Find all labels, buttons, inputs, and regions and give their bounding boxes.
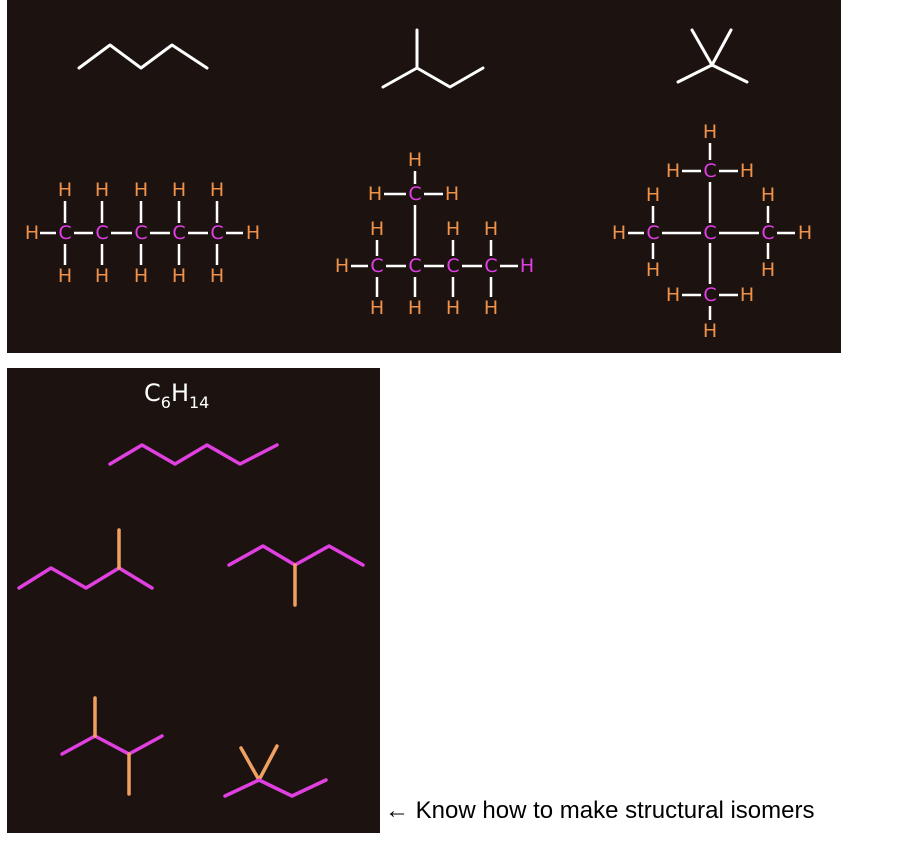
- hydrogen-atom: H: [370, 218, 384, 240]
- hydrogen-atom: H: [408, 149, 422, 171]
- isopentane-skeletal-chain: [381, 66, 485, 89]
- neopentane-skeletal: [676, 28, 749, 84]
- hydrogen-atom: H: [335, 255, 349, 277]
- carbon-atom: C: [703, 222, 716, 244]
- 2,2-dimethylbutane-skeletal: [223, 744, 328, 798]
- 2-methylpentane-skeletal: [17, 528, 154, 590]
- carbon-atom: C: [646, 222, 659, 244]
- carbon-atom: C: [408, 183, 421, 205]
- carbon-atom: C: [484, 255, 497, 277]
- hydrogen-atom: H: [703, 121, 717, 143]
- caption-know-structural-isomers: ← Know how to make structural isomers: [385, 797, 815, 824]
- hydrogen-atom: H: [210, 265, 224, 287]
- hydrogen-atom: H: [740, 284, 754, 306]
- 3-methylpentane-skeletal: [227, 544, 365, 607]
- carbon-atom: C: [370, 255, 383, 277]
- carbon-atom: C: [95, 222, 108, 244]
- hexane-isomers-diagram: C6H14: [17, 379, 365, 798]
- carbon-atom: C: [172, 222, 185, 244]
- hydrogen-atom: H: [445, 183, 459, 205]
- hydrogen-atom: H: [95, 179, 109, 201]
- carbon-atom: C: [58, 222, 71, 244]
- hydrogen-atom: H: [646, 184, 660, 206]
- hydrogen-atom: H: [134, 265, 148, 287]
- carbon-atom: C: [703, 284, 716, 306]
- hexane-isomers-panel: C6H14: [7, 368, 380, 833]
- hexane-formula: C6H14: [144, 379, 209, 412]
- hydrogen-atom: H: [58, 179, 72, 201]
- n-pentane-skeletal: [77, 43, 209, 70]
- carbon-atom: C: [703, 160, 716, 182]
- hydrogen-atom: H: [134, 179, 148, 201]
- hydrogen-atom: H: [484, 218, 498, 240]
- hydrogen-atom: H: [408, 297, 422, 319]
- carbon-atom: C: [446, 255, 459, 277]
- hydrogen-atom: H: [612, 222, 626, 244]
- hydrogen-atom: H: [446, 218, 460, 240]
- hydrogen-atom: H: [798, 222, 812, 244]
- hydrogen-atom: H: [172, 265, 186, 287]
- n-hexane-skeletal: [108, 443, 279, 466]
- hydrogen-atom: H: [370, 297, 384, 319]
- hydrogen-atom: H: [666, 284, 680, 306]
- hydrogen-atom: H: [95, 265, 109, 287]
- hydrogen-atom: H: [761, 259, 775, 281]
- hydrogen-atom: H: [210, 179, 224, 201]
- hydrogen-atom: H: [761, 184, 775, 206]
- carbon-atom: C: [134, 222, 147, 244]
- hydrogen-atom: H: [246, 222, 260, 244]
- hydrogen-atom: H: [666, 160, 680, 182]
- carbon-atom: C: [210, 222, 223, 244]
- hydrogen-atom: H: [446, 297, 460, 319]
- hydrogen-atom: H: [484, 297, 498, 319]
- hydrogen-atom: H: [58, 265, 72, 287]
- hydrogen-atom: H: [703, 320, 717, 342]
- hydrogen-atom: H: [368, 183, 382, 205]
- hydrogen-atom: H: [172, 179, 186, 201]
- hydrogen-atom: H: [740, 160, 754, 182]
- 2,3-dimethylbutane-skeletal: [60, 696, 164, 796]
- carbon-atom: C: [761, 222, 774, 244]
- hydrogen-atom: H: [520, 255, 534, 277]
- carbon-atom: C: [408, 255, 421, 277]
- hydrogen-atom: H: [646, 259, 660, 281]
- hydrogen-atom: H: [25, 222, 39, 244]
